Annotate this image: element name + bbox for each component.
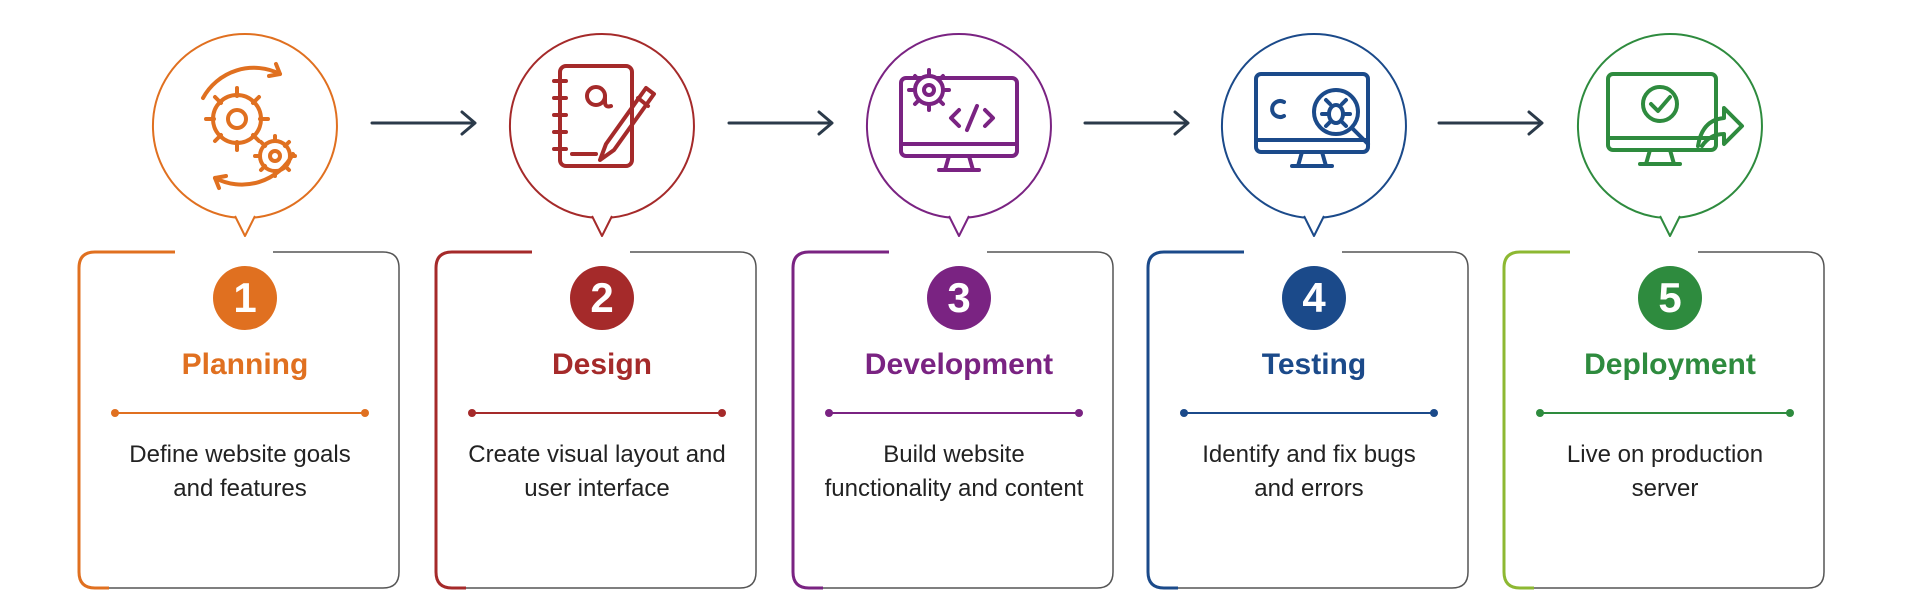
step-planning: 1 Planning Define website goals and feat… [75, 0, 415, 613]
divider [1536, 409, 1794, 417]
divider [468, 409, 726, 417]
arrow-right-icon [1083, 110, 1190, 136]
step-5-icon-bubble [1500, 26, 1840, 246]
step-4-icon-bubble [1144, 26, 1484, 246]
step-3-card: 3 Development Build website functionalit… [789, 250, 1129, 590]
step-number-badge: 3 [927, 266, 991, 330]
step-deployment: 5 Deployment Live on production server [1500, 0, 1840, 613]
step-1-card: 1 Planning Define website goals and feat… [75, 250, 415, 590]
step-number-badge: 1 [213, 266, 277, 330]
step-design: 2 Design Create visual layout and user i… [432, 0, 772, 613]
step-title: Deployment [1584, 348, 1756, 381]
arrow-right-icon [1437, 110, 1544, 136]
divider [825, 409, 1083, 417]
step-title: Planning [181, 348, 309, 381]
step-description: Create visual layout and user interface [468, 441, 726, 502]
step-2-card: 2 Design Create visual layout and user i… [432, 250, 772, 590]
step-number-badge: 4 [1282, 266, 1346, 330]
step-description: Build website functionality and content [824, 441, 1084, 502]
step-number-badge: 5 [1638, 266, 1702, 330]
step-1-icon-bubble [75, 26, 415, 246]
arrow-right-icon [727, 110, 834, 136]
step-description: Live on production server [1566, 441, 1764, 502]
step-title: Development [864, 348, 1054, 381]
step-description: Define website goals and features [129, 441, 351, 502]
divider [111, 409, 369, 417]
step-3-icon-bubble [789, 26, 1129, 246]
step-number-badge: 2 [570, 266, 634, 330]
step-description: Identify and fix bugs and errors [1202, 441, 1416, 502]
step-2-icon-bubble [432, 26, 772, 246]
divider [1180, 409, 1438, 417]
step-title: Design [551, 348, 653, 381]
step-development: 3 Development Build website functionalit… [789, 0, 1129, 613]
arrow-right-icon [370, 110, 477, 136]
step-4-card: 4 Testing Identify and fix bugs and erro… [1144, 250, 1484, 590]
step-5-card: 5 Deployment Live on production server [1500, 250, 1840, 590]
step-title: Testing [1261, 348, 1367, 381]
step-testing: 4 Testing Identify and fix bugs and erro… [1144, 0, 1484, 613]
